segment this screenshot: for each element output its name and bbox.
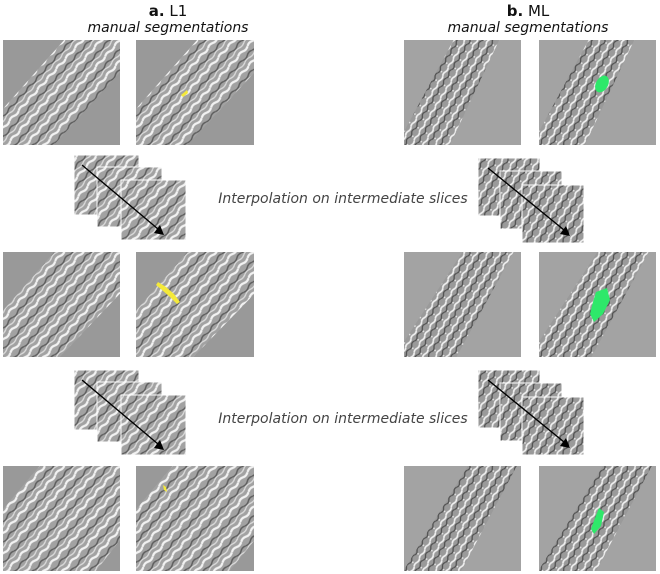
- ml-segmentation-mark: [595, 75, 609, 93]
- ml-slice-2-segmented: [539, 252, 656, 357]
- stack-arrow-line: [81, 379, 159, 445]
- ml-slice-3-raw: [404, 466, 521, 571]
- l1-segmentation-mark: [181, 90, 188, 97]
- stack-arrow-head: [154, 225, 164, 235]
- l1-slice-3-raw: [3, 466, 120, 571]
- stack-arrow-line: [81, 164, 159, 230]
- l1-stack-1: [73, 154, 188, 241]
- column-a-letter: a.: [148, 2, 165, 20]
- stack-arrow-line: [487, 379, 565, 443]
- stack-arrow-head: [154, 440, 164, 450]
- l1-slice-3-segmented: [136, 466, 254, 571]
- stack-arrow-head: [560, 226, 570, 236]
- column-a-header: a. L1 manual segmentations: [68, 2, 268, 36]
- ml-slice-1-segmented: [539, 40, 656, 145]
- l1-slice-1-segmented: [136, 40, 254, 145]
- l1-segmentation-mark: [156, 282, 180, 304]
- interpolation-label-1: Interpolation on intermediate slices: [218, 191, 468, 207]
- column-b-label: ML: [527, 2, 550, 20]
- ml-stack-2: [477, 369, 586, 456]
- ml-stack-1: [477, 157, 586, 244]
- column-a-label: L1: [169, 2, 188, 20]
- l1-slice-1-raw: [3, 40, 120, 145]
- l1-slice-2-raw: [3, 252, 120, 357]
- column-b-subtitle: manual segmentations: [447, 20, 609, 36]
- column-a-subtitle: manual segmentations: [87, 20, 249, 36]
- l1-slice-2-segmented: [136, 252, 254, 357]
- interpolation-label-2: Interpolation on intermediate slices: [218, 411, 468, 427]
- column-b-header: b. ML manual segmentations: [428, 2, 628, 36]
- ml-slice-2-raw: [404, 252, 521, 357]
- ml-slice-1-raw: [404, 40, 521, 145]
- ml-segmentation-mark: [590, 288, 610, 322]
- l1-segmentation-mark: [163, 485, 167, 492]
- ml-slice-3-segmented: [539, 466, 656, 571]
- column-b-letter: b.: [506, 2, 524, 20]
- l1-stack-2: [73, 369, 188, 456]
- stack-arrow-head: [560, 438, 570, 448]
- ml-segmentation-mark: [591, 508, 604, 534]
- stack-arrow-line: [487, 167, 565, 231]
